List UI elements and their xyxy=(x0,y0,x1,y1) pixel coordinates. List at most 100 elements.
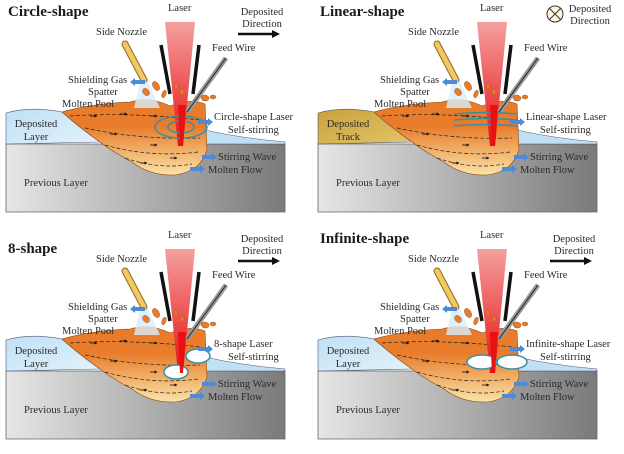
laser-beam xyxy=(165,22,195,146)
callout-arrow-shielding-gas xyxy=(130,305,145,313)
process-illustration xyxy=(5,22,286,213)
molten-flow-label: Molten Flow xyxy=(208,165,263,176)
spatter-droplet xyxy=(464,308,472,318)
laser-label: Laser xyxy=(480,230,504,241)
flow-line xyxy=(416,371,511,382)
self-stirring-label-line2: Self-stirring xyxy=(540,125,591,136)
process-illustration xyxy=(5,249,286,440)
spatter-droplet xyxy=(142,315,150,323)
callout-arrow-molten-flow xyxy=(502,165,517,173)
self-stirring-label-line1: Linear-shape Laser xyxy=(526,112,607,123)
direction-label-line2: Direction xyxy=(242,19,282,30)
stirring-path xyxy=(453,117,518,121)
laser-head-right xyxy=(191,271,201,322)
deposit-trail xyxy=(204,356,286,372)
stirring-path xyxy=(453,111,518,115)
stirring-path xyxy=(163,364,189,380)
deposited-region-label-line2: Track xyxy=(335,132,361,143)
molten-pool-label: Molten Pool xyxy=(374,99,427,110)
previous-layer-label: Previous Layer xyxy=(336,405,400,416)
deposited-region-label-line2: Layer xyxy=(335,359,361,370)
direction-label-line2: Direction xyxy=(242,246,282,257)
deposited-region-label-line1: Deposited xyxy=(14,346,58,357)
feed-wire-label: Feed Wire xyxy=(212,43,256,54)
deposited-region-label-line1: Deposited xyxy=(326,119,370,130)
spatter-droplet xyxy=(209,94,217,100)
deposited-region-label-line2: Layer xyxy=(23,359,49,370)
side-nozzle-label: Side Nozzle xyxy=(408,27,460,38)
panel-title: Infinite-shape xyxy=(320,231,410,247)
panel-title: Linear-shape xyxy=(320,4,405,20)
molten-flow-label: Molten Flow xyxy=(208,392,263,403)
flow-line xyxy=(104,371,199,382)
spatter-droplet xyxy=(179,315,185,323)
self-stirring-label-line1: Infinite-shape Laser xyxy=(526,339,611,350)
spatter-droplet xyxy=(179,88,185,96)
deposited-region-label-line1: Deposited xyxy=(14,119,58,130)
molten-pool xyxy=(61,99,208,176)
callout-arrow-stirring-wave xyxy=(514,380,529,388)
feed-wire-label: Feed Wire xyxy=(524,270,568,281)
stirring-path xyxy=(185,348,211,364)
molten-pool-label: Molten Pool xyxy=(62,326,115,337)
laser-beam xyxy=(477,249,507,373)
direction-label-line2: Direction xyxy=(570,16,610,27)
callout-arrow-stirring-wave xyxy=(202,380,217,388)
molten-pool xyxy=(61,326,208,403)
panel-title: Circle-shape xyxy=(8,4,89,20)
shielding-gas-label: Shielding Gas xyxy=(380,302,440,313)
spatter-droplet xyxy=(521,321,529,327)
spatter-droplet xyxy=(200,321,210,329)
molten-flow-label: Molten Flow xyxy=(520,392,575,403)
side-nozzle-label: Side Nozzle xyxy=(96,254,148,265)
spatter-label: Spatter xyxy=(88,314,118,325)
process-illustration xyxy=(317,249,598,440)
side-nozzle-label: Side Nozzle xyxy=(96,27,148,38)
spatter-droplet xyxy=(454,315,462,323)
self-stirring-label-line1: Circle-shape Laser xyxy=(214,112,294,123)
previous-layer-label: Previous Layer xyxy=(24,405,88,416)
self-stirring-label-line2: Self-stirring xyxy=(228,352,279,363)
shielding-gas-label: Shielding Gas xyxy=(380,75,440,86)
spatter-droplet xyxy=(454,88,462,96)
spatter-droplet xyxy=(161,89,167,99)
molten-pool-label: Molten Pool xyxy=(374,326,427,337)
spatter-droplet xyxy=(464,81,472,91)
laser-beam xyxy=(165,249,195,373)
spatter-droplet xyxy=(512,94,522,102)
flow-line xyxy=(84,354,201,366)
spatter-droplet xyxy=(142,88,150,96)
spatter-droplet xyxy=(200,94,210,102)
laser-beam xyxy=(477,22,507,146)
previous-layer-label: Previous Layer xyxy=(24,178,88,189)
flow-line xyxy=(416,144,511,155)
panel-title: 8-shape xyxy=(8,241,58,257)
deposited-region-label-line1: Deposited xyxy=(326,346,370,357)
laser-head-left xyxy=(159,44,172,95)
feed-wire-label: Feed Wire xyxy=(524,43,568,54)
flow-line xyxy=(124,157,193,167)
spatter-droplet xyxy=(512,321,522,329)
spatter-droplet xyxy=(485,309,491,317)
callout-arrow-shielding-gas xyxy=(442,305,457,313)
flow-line xyxy=(436,157,505,167)
laser-label: Laser xyxy=(480,3,504,14)
callout-arrow-self-stirring xyxy=(198,118,213,126)
shielding-gas-label: Shielding Gas xyxy=(68,302,128,313)
callout-arrow-shielding-gas xyxy=(130,78,145,86)
spatter-droplet xyxy=(173,309,179,317)
spatter-droplet xyxy=(473,89,479,99)
spatter-droplet xyxy=(152,308,160,318)
laser-head-left xyxy=(159,271,172,322)
deposited-region-label-line2: Layer xyxy=(23,132,49,143)
stirring-wave-label: Stirring Wave xyxy=(218,152,277,163)
deposit-trail xyxy=(204,129,286,145)
laser-head-right xyxy=(503,44,513,95)
direction-label-line1: Deposited xyxy=(568,4,612,15)
deposit-trail xyxy=(516,356,598,372)
laser-head-right xyxy=(503,271,513,322)
flow-line xyxy=(124,384,193,394)
